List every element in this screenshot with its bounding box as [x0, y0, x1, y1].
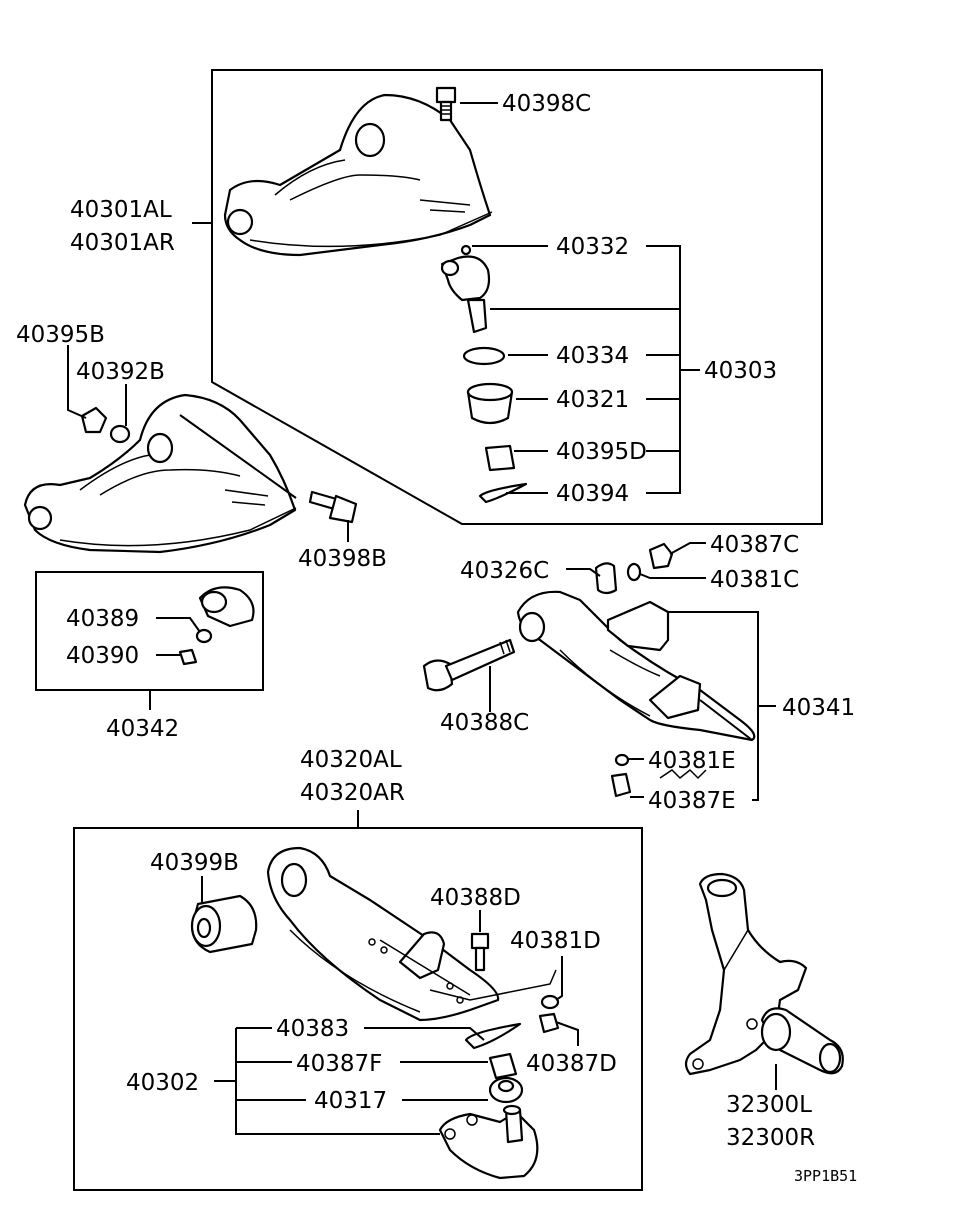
nut-40395D-drawing — [484, 444, 516, 472]
label-32300L: 32300L — [726, 1092, 812, 1118]
label-40317: 40317 — [314, 1088, 387, 1114]
cotter-pin-40383-drawing — [464, 1022, 522, 1050]
label-40387C: 40387C — [710, 532, 799, 558]
label-40342: 40342 — [106, 716, 179, 742]
nut-40387C-drawing — [648, 542, 674, 570]
label-40334: 40334 — [556, 343, 629, 369]
label-40341: 40341 — [782, 695, 855, 721]
label-40302: 40302 — [126, 1070, 199, 1096]
label-40390: 40390 — [66, 643, 139, 669]
nut-40390-drawing — [178, 648, 198, 666]
cotter-pin-40394-drawing — [478, 482, 528, 504]
label-40381D: 40381D — [510, 928, 601, 954]
label-40301AL: 40301AL — [70, 197, 172, 223]
label-40381E: 40381E — [648, 748, 736, 774]
ball-joint-40332-drawing — [440, 244, 491, 334]
upper-arm-box — [211, 69, 823, 525]
washer-40381D-drawing — [540, 994, 560, 1010]
label-40399B: 40399B — [150, 850, 239, 876]
label-40321: 40321 — [556, 387, 629, 413]
label-40392B: 40392B — [76, 359, 165, 385]
washer-40381C-drawing — [626, 562, 642, 582]
mid-left-leaders — [67, 345, 349, 542]
label-40389: 40389 — [66, 606, 139, 632]
label-40383: 40383 — [276, 1016, 349, 1042]
diagram-code: 3PP1B51 — [794, 1167, 857, 1185]
bolt-40388D-drawing — [470, 932, 490, 972]
lower-control-arm-drawing — [266, 846, 557, 1022]
lower-arm-box — [73, 827, 643, 1191]
label-40398B: 40398B — [298, 546, 387, 572]
steering-knuckle-drawing — [684, 872, 844, 1076]
bolt-40398C-drawing — [435, 86, 457, 122]
label-40395D: 40395D — [556, 439, 647, 465]
bushing-40399B-drawing — [190, 894, 258, 954]
ring-40334-drawing — [462, 346, 506, 366]
lower-box-leaders — [201, 876, 579, 1135]
upper-arm-assembly-drawing — [23, 393, 297, 554]
nut-40387F-drawing — [488, 1052, 518, 1080]
label-40381C: 40381C — [710, 567, 799, 593]
cap-40342-drawing — [198, 586, 255, 628]
bolt-40398B-drawing — [308, 490, 358, 524]
label-40398C: 40398C — [502, 91, 591, 117]
nut-40387E-drawing — [610, 772, 632, 798]
upper-control-arm-drawing — [223, 93, 493, 257]
washer-40389-drawing — [195, 628, 213, 644]
label-40387F: 40387F — [296, 1051, 382, 1077]
label-40387D: 40387D — [526, 1051, 617, 1077]
label-40387E: 40387E — [648, 788, 736, 814]
label-40303: 40303 — [704, 358, 777, 384]
label-40388D: 40388D — [430, 885, 521, 911]
label-40395B: 40395B — [16, 322, 105, 348]
label-40326C: 40326C — [460, 558, 549, 584]
bolt-40388C-drawing — [422, 638, 516, 692]
lower-arm-40341-drawing — [516, 590, 756, 742]
upper-box-leaders — [192, 102, 700, 494]
label-40394: 40394 — [556, 481, 629, 507]
label-40332: 40332 — [556, 234, 629, 260]
washer-40381E-drawing — [614, 753, 630, 767]
label-40388C: 40388C — [440, 710, 529, 736]
label-32300R: 32300R — [726, 1125, 815, 1151]
lower-arm-40341-leaders — [489, 542, 776, 801]
bushing-40326C-drawing — [594, 562, 618, 595]
label-40301AR: 40301AR — [70, 230, 175, 256]
washer-40392B-drawing — [109, 424, 131, 444]
boot-40321-drawing — [466, 382, 514, 425]
boot-40317-drawing — [488, 1076, 524, 1104]
box-40342-leaders — [149, 617, 201, 710]
label-40320AR: 40320AR — [300, 780, 405, 806]
nut-40387D-drawing — [538, 1012, 560, 1034]
nut-40395B-drawing — [80, 406, 108, 434]
ball-joint-40302-drawing — [438, 1104, 539, 1180]
label-40320AL: 40320AL — [300, 747, 402, 773]
